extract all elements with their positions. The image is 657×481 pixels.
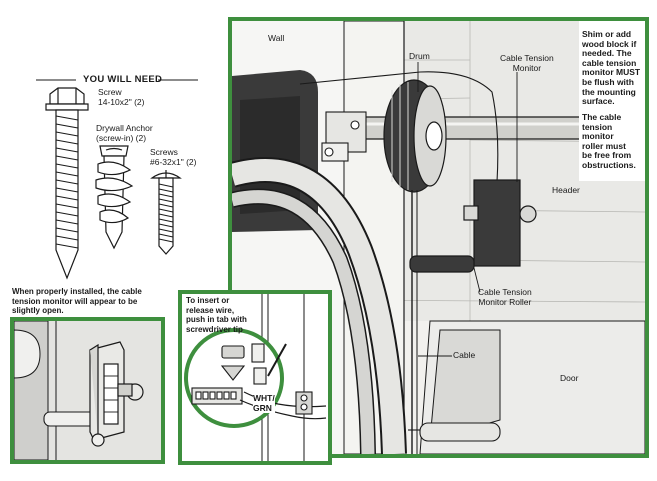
shim-note-line: surface. [582, 96, 615, 107]
thread-line [55, 203, 79, 209]
thread-line [158, 228, 174, 233]
monitor-roller [409, 255, 475, 273]
wire-note-line: release wire, [186, 305, 235, 315]
roller-note-line: The cable [582, 112, 622, 122]
thread-line [55, 195, 79, 201]
monitor-label: Cable Tension Monitor [500, 53, 554, 73]
thread-line [55, 131, 79, 137]
thread-line [55, 155, 79, 161]
drywall-anchor-icon [95, 145, 134, 250]
lag-screw-icon [45, 87, 89, 280]
thread-line [55, 211, 79, 217]
thread-line [55, 179, 79, 185]
thread-line [158, 193, 174, 198]
thread-line [158, 183, 174, 188]
inset-monitor-ribs [104, 375, 118, 413]
drum-label: Drum [409, 51, 430, 61]
wire-color-label-line2: GRN [253, 403, 272, 413]
anchor-label-size: (screw-in) (2) [96, 132, 147, 143]
terminal-block [191, 343, 267, 405]
thread-line [158, 208, 174, 213]
thread-line [55, 123, 79, 129]
bottom-roller [408, 422, 501, 442]
shim-note-line: needed. The [582, 48, 632, 59]
thread-line [55, 243, 79, 249]
thread-line [158, 218, 174, 223]
wire-color-label: WHT/ GRN [253, 393, 275, 413]
wall-label: Wall [268, 33, 285, 43]
thread-line [55, 163, 79, 169]
shim-note-line: monitor MUST [582, 67, 641, 78]
shim-note-line: Shim or add [582, 29, 632, 39]
shim-note-line: the mounting [582, 86, 636, 97]
thread-line [55, 227, 79, 233]
anchor-label-name: Drywall Anchor [96, 123, 153, 133]
machine-screw-threads [158, 183, 174, 243]
installed-note-line: When properly installed, the cable [12, 287, 142, 296]
lag-screw-threads [55, 115, 79, 249]
wire-note: To insert or release wire, push in tab w… [186, 296, 247, 334]
roller-label-line2: Monitor Roller [478, 296, 532, 307]
monitor-wire [299, 71, 499, 183]
thread-line [55, 171, 79, 177]
thread-line [158, 188, 174, 193]
cable-label: Cable [453, 350, 476, 360]
thread-line [55, 147, 79, 153]
installed-note: When properly installed, the cable tensi… [12, 287, 142, 316]
anchor-label: Drywall Anchor (screw-in) (2) [96, 123, 153, 143]
wire-note-line: push in tab with [186, 315, 247, 324]
door-label: Door [560, 373, 579, 383]
shim-note-line: be flush with [582, 76, 634, 87]
shim-note-line: wood block if [582, 38, 637, 49]
thread-line [55, 115, 79, 121]
bearing-plate [321, 111, 367, 162]
leader-lines [417, 62, 518, 357]
roller-note-line: be free from [582, 150, 632, 161]
you-will-need-heading: YOU WILL NEED [83, 74, 163, 85]
thread-line [55, 139, 79, 145]
shim-note-line: cable tension [582, 57, 637, 68]
door-bracket [429, 329, 501, 441]
inset-monitor [89, 341, 144, 447]
wire-note-line: To insert or [186, 296, 230, 305]
wire-connector [295, 391, 313, 415]
wire-color-label-line1: WHT/ [253, 393, 275, 403]
thread-line [55, 187, 79, 193]
roller-label: Cable Tension Monitor Roller [478, 287, 532, 307]
thread-line [158, 203, 174, 208]
thread-line [55, 235, 79, 241]
screws-label-name: Screws [150, 147, 178, 157]
roller-note-line: obstructions. [582, 159, 636, 170]
screw-label: Screw 14-10x2" (2) [98, 87, 145, 107]
roller-note: The cable tension monitor roller must be… [582, 112, 645, 171]
installed-note-line: tension monitor will appear to be [12, 296, 138, 306]
thread-line [158, 198, 174, 203]
roller-label-line1: Cable Tension [478, 287, 532, 297]
shim-note-box: Shim or add wood block if needed. The ca… [579, 21, 645, 181]
screws-label-size: #6-32x1" (2) [150, 156, 197, 167]
screw-label-size: 14-10x2" (2) [98, 96, 145, 107]
thread-line [158, 213, 174, 218]
wire-note-line: screwdriver tip [186, 324, 243, 334]
cable-tension-monitor [409, 179, 537, 273]
screw-label-name: Screw [98, 87, 122, 97]
installed-note-line: slightly open. [12, 306, 64, 315]
thread-line [158, 238, 174, 243]
roller-note-line: tension monitor [582, 121, 614, 142]
monitor-label-line1: Cable Tension [500, 53, 554, 63]
screws-label: Screws #6-32x1" (2) [150, 147, 197, 167]
header-label: Header [552, 185, 580, 195]
monitor-label-line2: Monitor [512, 62, 542, 73]
thread-line [158, 233, 174, 238]
thread-line [55, 219, 79, 225]
cable-drum [383, 79, 447, 193]
roller-note-line: roller must [582, 140, 626, 151]
thread-line [158, 223, 174, 228]
shim-note: Shim or add wood block if needed. The ca… [582, 29, 641, 107]
